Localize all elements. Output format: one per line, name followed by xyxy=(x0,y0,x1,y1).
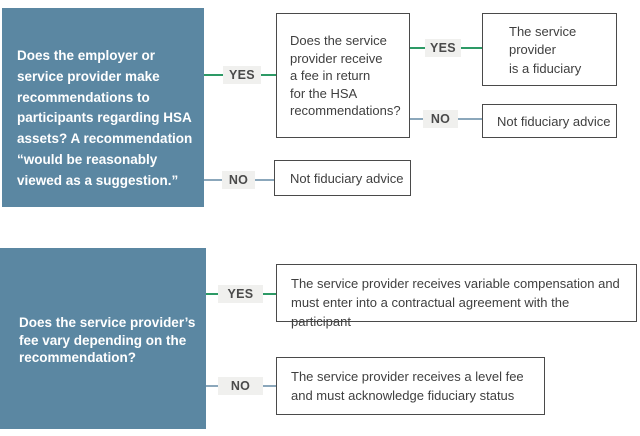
branch-question-line: a fee in return xyxy=(290,68,371,84)
outcome-box-level-fee: The service provider receives a level fe… xyxy=(276,357,545,415)
yes-label: YES xyxy=(218,285,263,303)
connector-no-line xyxy=(255,179,274,181)
outcome-line: The service xyxy=(509,24,577,39)
question-line: Does the employer or xyxy=(17,48,156,63)
outcome-line: Not fiduciary advice xyxy=(497,113,611,129)
question-panel-recommendations: Does the employer or service provider ma… xyxy=(2,8,204,207)
question-panel-fee-variation: Does the service provider’s fee vary dep… xyxy=(0,248,206,429)
connector-no-line xyxy=(263,385,276,387)
outcome-line: The service provider receives a level fe… xyxy=(291,369,524,384)
yes-label: YES xyxy=(223,66,261,84)
outcome-box-not-fiduciary-right: Not fiduciary advice xyxy=(482,104,617,138)
outcome-line: provider xyxy=(509,42,556,58)
question-panel-text: Does the employer or service provider ma… xyxy=(2,8,204,192)
connector-yes-line xyxy=(410,47,425,49)
yes-label: YES xyxy=(425,39,461,57)
connector-no-line xyxy=(410,118,423,120)
question-line: assets? A recommendation xyxy=(17,131,193,147)
outcome-box-not-fiduciary-lower: Not fiduciary advice xyxy=(274,160,411,196)
question-line: participants regarding HSA xyxy=(17,110,192,126)
question-line: fee vary depending on the xyxy=(19,332,187,348)
outcome-line: The service provider receives variable c… xyxy=(291,276,620,291)
question-line: service provider make xyxy=(17,68,160,84)
outcome-box-fiduciary: The service provider is a fiduciary xyxy=(482,13,617,86)
question-panel-text: Does the service provider’s fee vary dep… xyxy=(0,248,206,367)
connector-yes-line xyxy=(461,47,482,49)
branch-question-line: recommendations? xyxy=(290,103,401,119)
question-line: recommendations to xyxy=(17,89,150,105)
outcome-line: must enter into a contractual agreement … xyxy=(291,295,570,329)
question-line: viewed as a suggestion.” xyxy=(17,172,179,188)
connector-yes-line xyxy=(206,293,218,295)
branch-question-box: Does the service provider receive a fee … xyxy=(276,13,410,138)
outcome-line: and must acknowledge fiduciary status xyxy=(291,388,515,403)
no-label: NO xyxy=(423,110,458,128)
connector-yes-line xyxy=(263,293,276,295)
branch-question-line: provider receive xyxy=(290,50,383,66)
connector-no-line xyxy=(458,118,482,120)
outcome-line: is a fiduciary xyxy=(509,60,582,76)
branch-question-line: Does the service xyxy=(290,33,387,48)
connector-no-line xyxy=(204,179,222,181)
connector-no-line xyxy=(206,385,218,387)
question-line: “would be reasonably xyxy=(17,151,158,167)
no-label: NO xyxy=(218,377,263,395)
question-line: Does the service provider’s xyxy=(19,315,196,330)
no-label: NO xyxy=(222,171,255,189)
branch-question-line: for the HSA xyxy=(290,85,358,101)
outcome-box-variable-compensation: The service provider receives variable c… xyxy=(276,264,637,329)
connector-yes-line xyxy=(204,74,223,76)
outcome-line: Not fiduciary advice xyxy=(290,170,404,186)
question-line: recommendation? xyxy=(19,350,137,365)
connector-yes-line xyxy=(261,74,276,76)
